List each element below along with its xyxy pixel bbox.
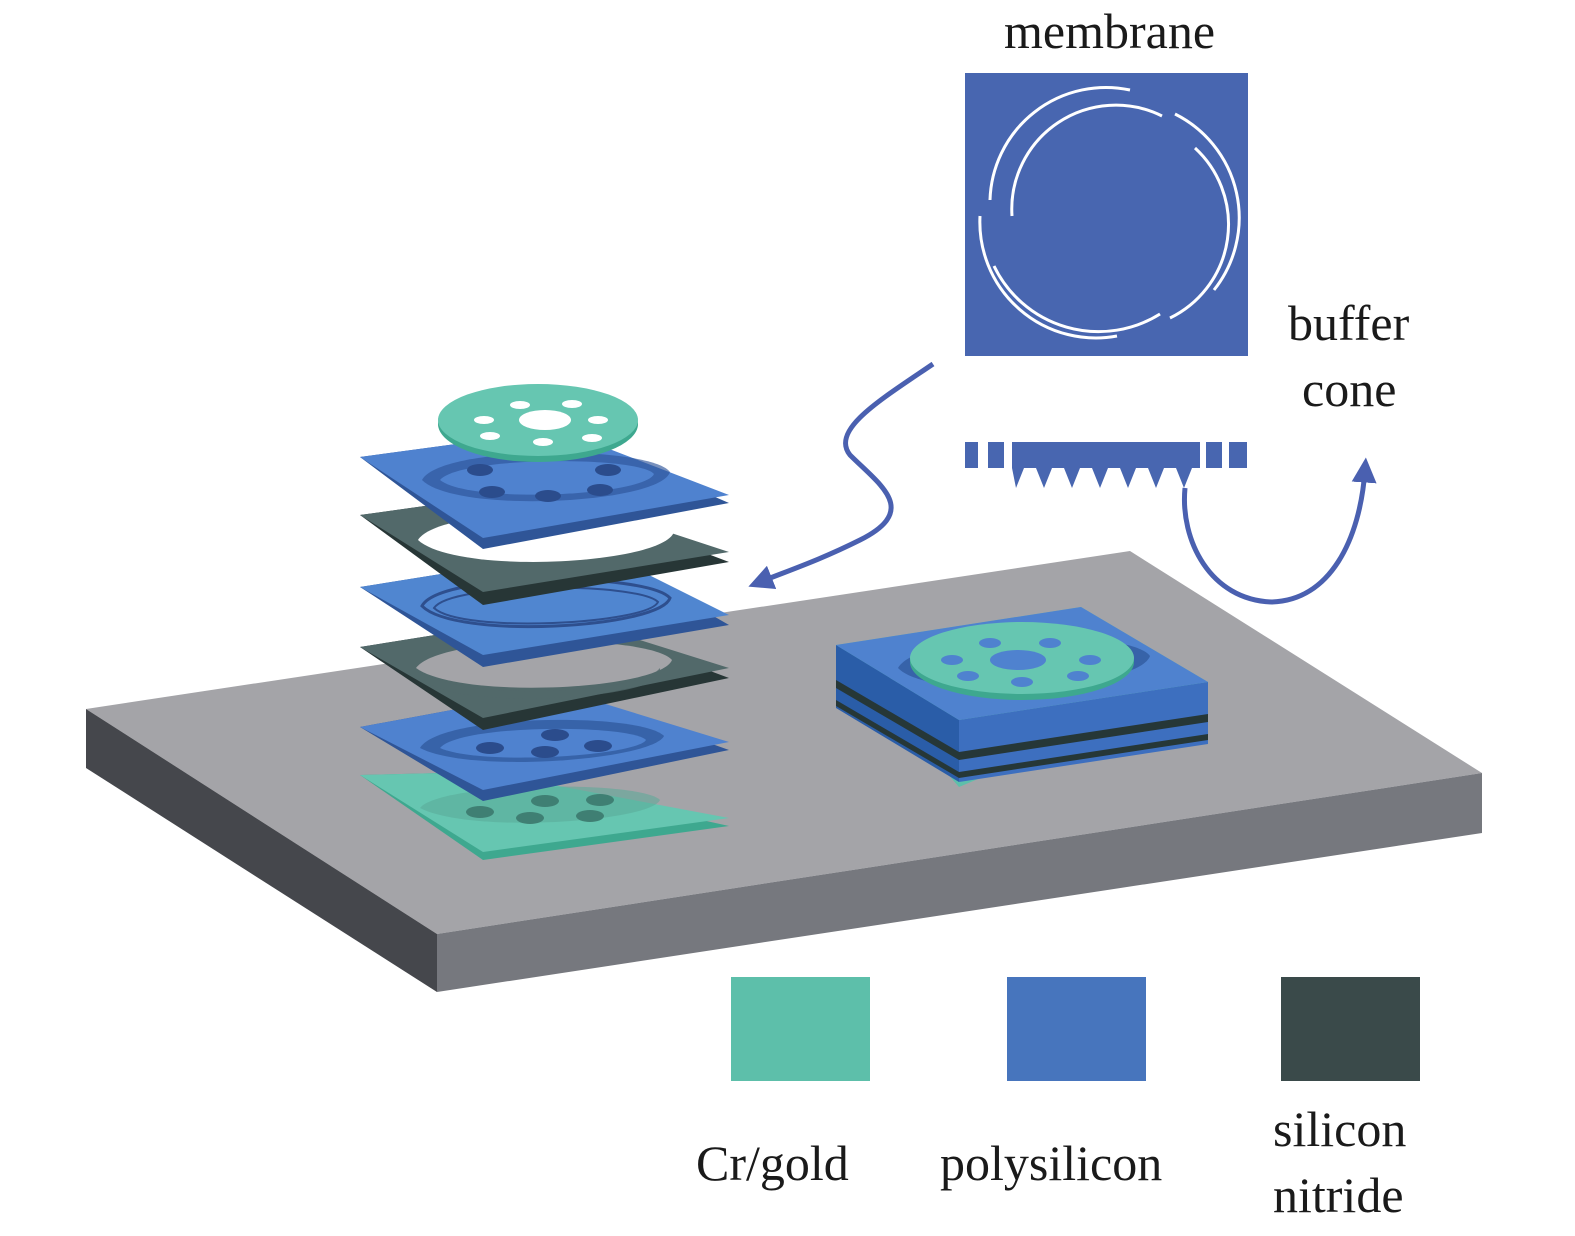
buffer-cone-label-line2: cone <box>1302 361 1397 417</box>
legend-label-silicon-nitride-line2: nitride <box>1273 1167 1404 1223</box>
buffer-cone-profile <box>965 442 1247 488</box>
legend-swatch-cr-gold <box>731 977 870 1081</box>
legend-swatch-silicon-nitride <box>1281 977 1420 1081</box>
membrane-to-stack-arrow <box>748 361 935 589</box>
layer-polysilicon-5 <box>360 690 729 801</box>
legend-label-polysilicon: polysilicon <box>940 1135 1163 1191</box>
buffer-cone-label-line1: buffer <box>1288 295 1410 351</box>
top-cr-gold-disc <box>438 384 638 462</box>
substrate <box>86 551 1482 992</box>
layer-cr-gold-bottom <box>360 772 729 860</box>
assembled-stack <box>836 607 1208 787</box>
buffer-cone-to-label-arrow <box>1181 457 1377 605</box>
membrane-top-view <box>965 73 1248 356</box>
exploded-stack <box>360 384 729 860</box>
legend-label-cr-gold: Cr/gold <box>696 1135 849 1191</box>
layer-polysilicon-1 <box>360 430 729 549</box>
legend-label-silicon-nitride-line1: silicon <box>1273 1101 1407 1157</box>
substrate-front-face <box>437 773 1482 992</box>
membrane-label: membrane <box>1004 3 1216 59</box>
legend-swatch-polysilicon <box>1007 977 1146 1081</box>
substrate-left-face <box>86 709 437 992</box>
